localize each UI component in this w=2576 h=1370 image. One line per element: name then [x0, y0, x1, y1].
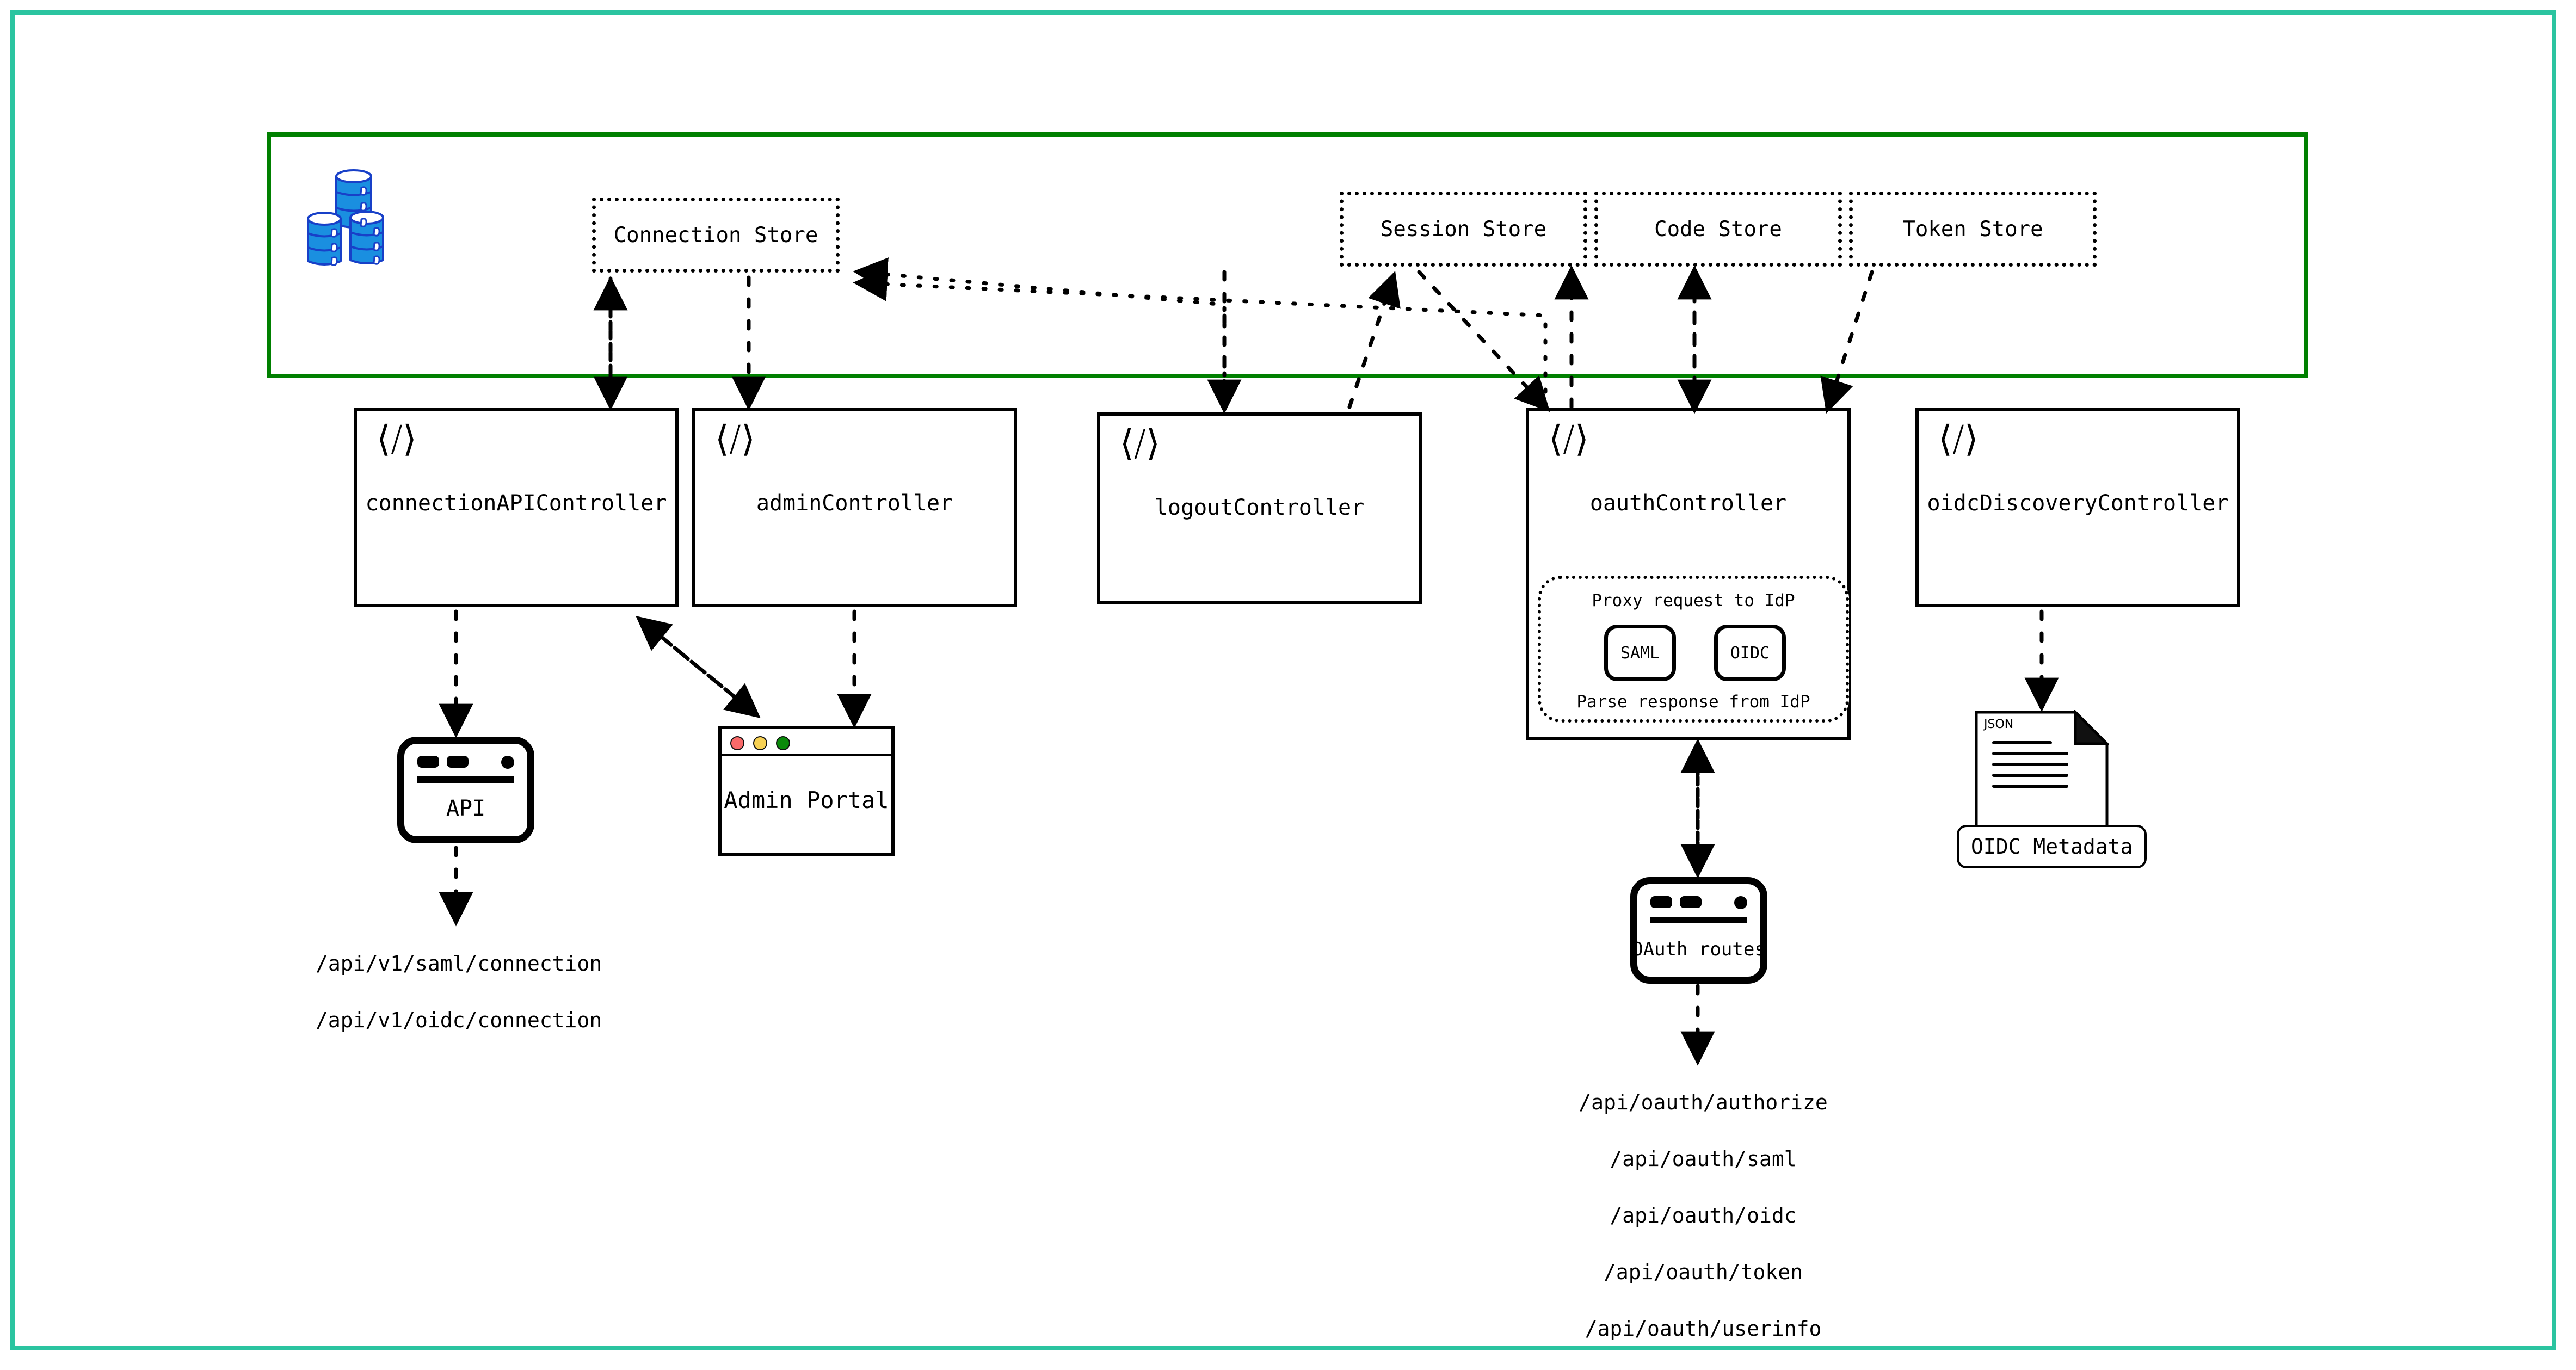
parse-response-text: Parse response from IdP [1576, 692, 1810, 712]
code-tag-icon: ⟨/⟩ [1938, 418, 1979, 460]
controller-label: oidcDiscoveryController [1927, 491, 2229, 516]
route-item: /api/v1/saml/connection [316, 952, 602, 976]
controller-label: logoutController [1154, 495, 1365, 520]
store-label: Session Store [1380, 217, 1547, 242]
window-address-bar [417, 776, 514, 783]
window-button-icon [447, 756, 469, 768]
controller-admin-controller[interactable]: ⟨/⟩ adminController [692, 408, 1017, 607]
close-traffic-light-icon[interactable] [730, 736, 744, 750]
window-button-icon [1680, 896, 1702, 908]
store-session-store[interactable]: Session Store [1340, 192, 1587, 267]
oauth-routes-widget-label: OAuth routes [1632, 939, 1766, 960]
route-item: /api/oauth/authorize [1579, 1090, 1828, 1114]
oidc-metadata-label: OIDC Metadata [1957, 825, 2147, 868]
admin-portal-label: Admin Portal [724, 787, 889, 813]
controller-label: oauthController [1589, 491, 1787, 516]
code-tag-icon: ⟨/⟩ [715, 418, 755, 460]
controller-logout-controller[interactable]: ⟨/⟩ logoutController [1097, 412, 1422, 604]
route-item: /api/v1/oidc/connection [316, 1008, 602, 1032]
window-button-icon [1734, 896, 1747, 909]
window-button-icon [1650, 896, 1672, 908]
json-keyword-label: JSON [1984, 718, 2014, 731]
store-label: Token Store [1902, 217, 2043, 242]
controller-connection-api-controller[interactable]: ⟨/⟩ connectionAPIController [354, 408, 679, 607]
window-button-icon [417, 756, 439, 768]
admin-portal-window[interactable]: Admin Portal [718, 726, 895, 856]
window-button-icon [501, 756, 514, 769]
controller-label: adminController [756, 491, 953, 516]
proxy-request-text: Proxy request to IdP [1592, 591, 1795, 610]
proxy-panel: Proxy request to IdP SAML OIDC Parse res… [1538, 576, 1849, 723]
route-item: /api/oauth/token [1603, 1260, 1803, 1284]
oauth-routes-list: /api/oauth/authorize /api/oauth/saml /ap… [1578, 1064, 1828, 1367]
route-item: /api/oauth/saml [1610, 1147, 1797, 1171]
route-item: /api/oauth/oidc [1610, 1204, 1797, 1227]
code-tag-icon: ⟨/⟩ [377, 418, 417, 460]
connection-routes-list: /api/v1/saml/connection /api/v1/oidc/con… [316, 925, 602, 1059]
outer-frame [10, 10, 2556, 1350]
store-token-store[interactable]: Token Store [1849, 192, 2097, 267]
api-widget[interactable]: API [397, 737, 534, 843]
store-label: Code Store [1654, 217, 1782, 242]
store-connection-store[interactable]: Connection Store [592, 198, 840, 273]
oauth-routes-widget[interactable]: OAuth routes [1630, 877, 1767, 984]
json-document-icon: JSON [1974, 710, 2109, 846]
maximize-traffic-light-icon[interactable] [776, 736, 790, 750]
saml-pill[interactable]: SAML [1604, 625, 1676, 681]
oidc-pill[interactable]: OIDC [1714, 625, 1786, 681]
store-code-store[interactable]: Code Store [1594, 192, 1842, 267]
code-tag-icon: ⟨/⟩ [1120, 422, 1160, 464]
store-label: Connection Store [613, 223, 818, 248]
database-stack-icon [304, 169, 430, 272]
controller-oidc-discovery-controller[interactable]: ⟨/⟩ oidcDiscoveryController [1915, 408, 2240, 607]
api-widget-label: API [446, 796, 486, 821]
admin-portal-titlebar [722, 729, 891, 756]
code-tag-icon: ⟨/⟩ [1549, 418, 1589, 460]
window-address-bar [1650, 917, 1747, 923]
controller-label: connectionAPIController [365, 491, 667, 516]
route-item: /api/oauth/userinfo [1585, 1317, 1822, 1341]
minimize-traffic-light-icon[interactable] [753, 736, 767, 750]
